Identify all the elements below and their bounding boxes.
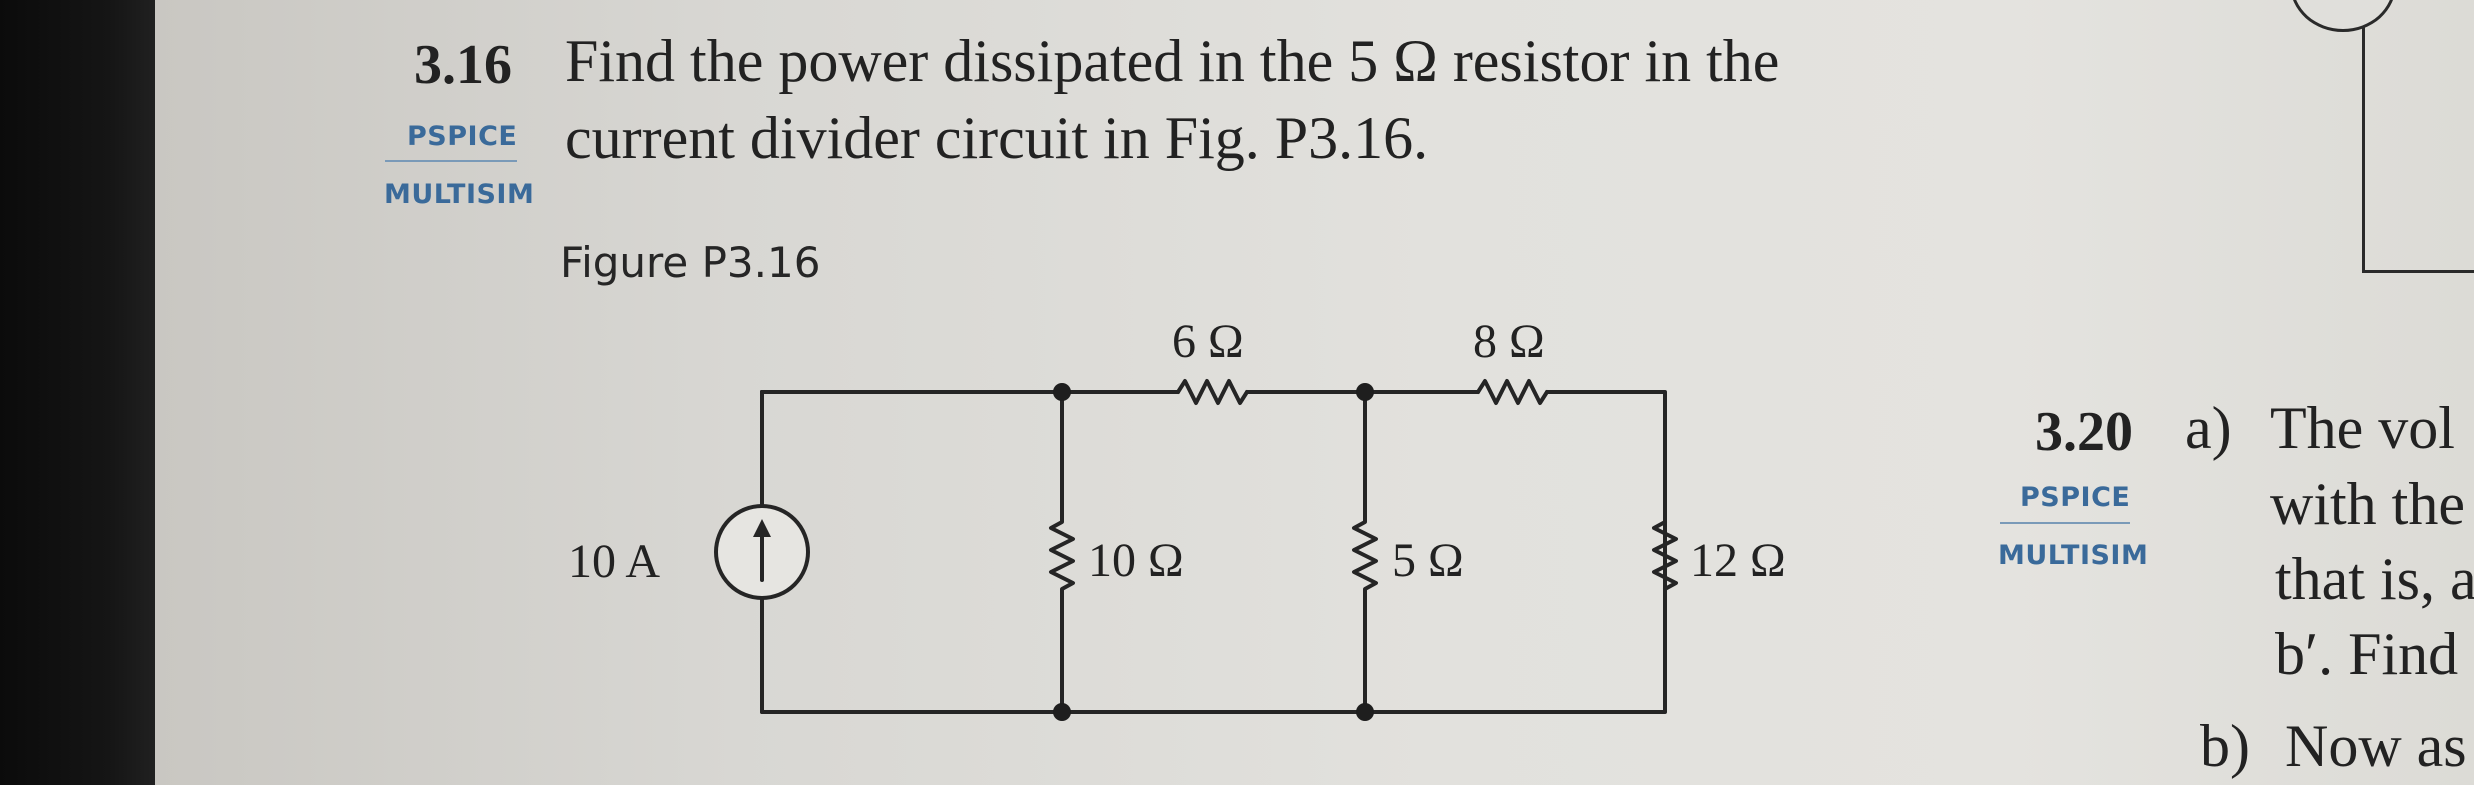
problem-text-line-1: Find the power dissipated in the 5 Ω res… xyxy=(565,28,1780,94)
resistor-10-label: 10 Ω xyxy=(1088,534,1184,587)
resistor-5-ohm xyxy=(1352,390,1378,714)
multisim-tag: MULTISIM xyxy=(384,179,535,210)
source-label: 10 A xyxy=(568,535,660,588)
node-dot-bottom-1 xyxy=(1053,703,1071,721)
resistor-5-label: 5 Ω xyxy=(1392,534,1464,587)
resistor-6-label: 6 Ω xyxy=(1172,315,1244,368)
problem-320-pspice-tag: PSPICE xyxy=(2020,482,2131,513)
problem-320-multisim-tag: MULTISIM xyxy=(1998,540,2149,571)
dark-page-edge xyxy=(0,0,155,785)
resistor-10-ohm xyxy=(1049,390,1075,714)
cropped-figure-box xyxy=(2362,0,2474,273)
node-dot-top-2 xyxy=(1356,383,1374,401)
problem-320-line-5: Now as xyxy=(2285,713,2467,779)
resistor-12-ohm xyxy=(1652,520,1678,591)
node-dot-top-1 xyxy=(1053,383,1071,401)
problem-text-line-2: current divider circuit in Fig. P3.16. xyxy=(565,105,1429,171)
problem-320-line-3: that is, a xyxy=(2275,546,2474,612)
problem-320-line-1: The vol xyxy=(2270,395,2455,461)
resistor-8-ohm xyxy=(1476,379,1549,405)
problem-320-line-2: with the xyxy=(2270,471,2465,537)
resistor-6-ohm xyxy=(1176,379,1249,405)
current-source-arrow-head xyxy=(753,519,771,537)
problem-320-part-b: b) xyxy=(2200,713,2250,779)
problem-320-number: 3.20 xyxy=(2035,401,2133,463)
problem-number: 3.16 xyxy=(414,34,512,96)
problem-320-line-4: b′. Find xyxy=(2275,621,2459,687)
tag-divider xyxy=(385,160,517,162)
problem-320-tag-divider xyxy=(2000,522,2130,524)
figure-caption: Figure P3.16 xyxy=(560,238,821,287)
resistor-12-label: 12 Ω xyxy=(1690,534,1786,587)
node-dot-bottom-2 xyxy=(1356,703,1374,721)
right-and-bottom-wire xyxy=(1060,390,1667,714)
pspice-tag: PSPICE xyxy=(407,121,518,152)
resistor-8-label: 8 Ω xyxy=(1473,315,1545,368)
problem-320-part-a: a) xyxy=(2185,395,2232,461)
